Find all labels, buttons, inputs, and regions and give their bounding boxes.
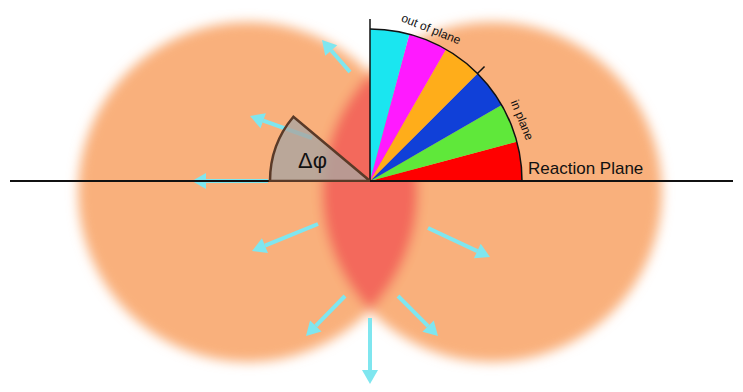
angle-symbol: Δφ (298, 150, 327, 172)
arrow-shaft (428, 228, 477, 251)
arrow-shaft (265, 224, 318, 246)
arrow-shaft (398, 296, 428, 326)
overlap-region (322, 22, 662, 362)
arrow-shaft (368, 318, 372, 370)
arrow-head (474, 244, 490, 258)
arrow-head (362, 370, 378, 384)
flow-arrows (192, 40, 490, 384)
arrow-shaft (331, 51, 350, 72)
plane-label: Reaction Plane (528, 160, 643, 177)
arrow-head (306, 320, 322, 336)
reaction-plane-line (10, 180, 733, 182)
arrow-head (252, 238, 268, 253)
nucleus (322, 22, 662, 362)
wedge-outline (270, 117, 370, 181)
axis-tick (369, 19, 371, 181)
arrow-shaft (316, 296, 345, 326)
angle-bins (370, 19, 522, 181)
axis-tick (477, 66, 484, 73)
bin-arc (370, 29, 522, 181)
arrow-head (422, 320, 438, 336)
angle-wedge: Δφ (268, 100, 370, 182)
arrow-head (322, 40, 337, 56)
angle-bin (370, 29, 409, 181)
arrow-head (250, 113, 266, 128)
